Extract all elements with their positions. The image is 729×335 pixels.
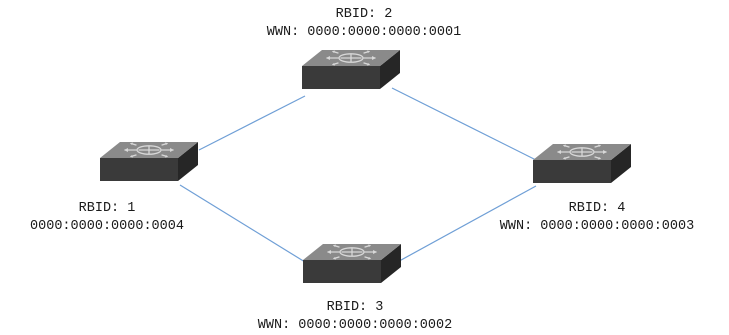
rbid-label-rb3: RBID: 3	[326, 300, 384, 315]
wwn-label-rb1: 0000:0000:0000:0004	[30, 219, 184, 234]
rbid-label-rb4: RBID: 4	[568, 201, 626, 216]
switch-icon	[301, 49, 401, 90]
rbid-label-rb1: RBID: 1	[78, 201, 136, 216]
switch-icon-rb1	[99, 141, 199, 182]
link-rb1-rb3	[179, 184, 306, 263]
links	[179, 87, 537, 266]
link-rb2-rb4	[391, 87, 537, 161]
switch-icon	[532, 143, 632, 184]
link-rb1-rb2	[198, 95, 306, 151]
switch-icon	[302, 243, 402, 284]
wwn-label-rb2: WWN: 0000:0000:0000:0001	[266, 25, 462, 40]
wwn-label-rb3: WWN: 0000:0000:0000:0002	[257, 318, 453, 333]
wwn-label-rb4: WWN: 0000:0000:0000:0003	[499, 219, 695, 234]
rbid-label-rb2: RBID: 2	[335, 7, 393, 22]
switch-icon-rb3	[302, 243, 402, 284]
link-rb3-rb4	[391, 185, 537, 266]
switch-icon	[99, 141, 199, 182]
switch-icon-rb4	[532, 143, 632, 184]
switch-icon-rb2	[301, 49, 401, 90]
